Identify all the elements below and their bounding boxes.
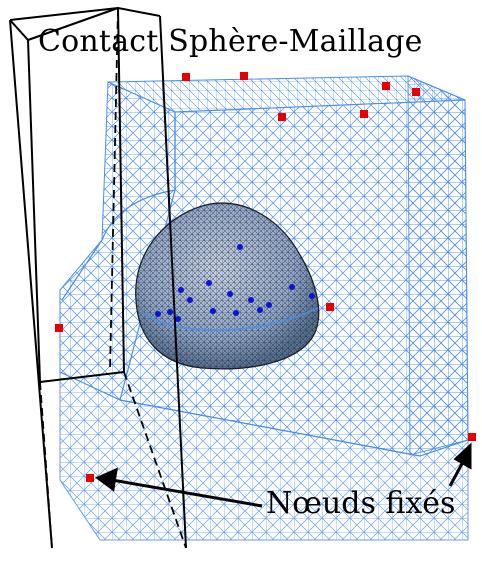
contact-node [155,311,161,317]
contact-node [167,309,173,315]
fixed-node [86,474,94,482]
contact-node [178,287,184,293]
figure-title: Contact Sphère-Maillage [38,24,423,59]
frame-bottom-edge [39,371,125,383]
arrow-to-right-node-head [453,442,472,470]
fixed-node [382,82,390,90]
arrow-to-left-node-shaft [111,478,263,508]
fixed-node [182,73,190,81]
fixed-node [360,110,368,118]
contact-node [237,244,243,250]
frame-inner-left-edge [27,39,41,383]
contact-node [227,291,233,297]
fixed-node [412,88,420,96]
fixed-nodes [55,72,476,482]
fixed-node [468,433,476,441]
annotation-arrows [95,442,472,508]
mesh-floor-line [119,112,421,457]
frame-hidden-edge [39,7,187,549]
fixed-nodes-label: Nœuds fixés [266,486,456,521]
contact-node [266,302,272,308]
contact-node [257,307,263,313]
frame-right-edge [159,15,187,549]
frame-front-edge-right [117,7,125,373]
contact-node [248,297,254,303]
sphere-contact-rim [141,307,319,332]
contact-node [210,308,216,314]
fixed-node [326,303,334,311]
rigid-frame [9,6,187,549]
frame-top-edge [9,6,161,21]
frame-back-left-edge [9,19,29,41]
frame-inner-top-edge [27,7,119,41]
fixed-node [278,113,286,121]
contact-node [187,297,193,303]
contact-node [233,310,239,316]
contact-node [289,284,295,290]
fixed-node [240,72,248,80]
sphere [135,202,320,370]
arrow-to-right-node-shaft [448,459,466,487]
arrow-to-left-node-head [95,467,118,492]
contact-node [175,316,181,322]
contact-node [309,293,315,299]
mesh-contact-cavity [61,112,176,301]
contact-nodes [155,244,315,322]
fixed-node [55,324,63,332]
contact-node [206,280,212,286]
